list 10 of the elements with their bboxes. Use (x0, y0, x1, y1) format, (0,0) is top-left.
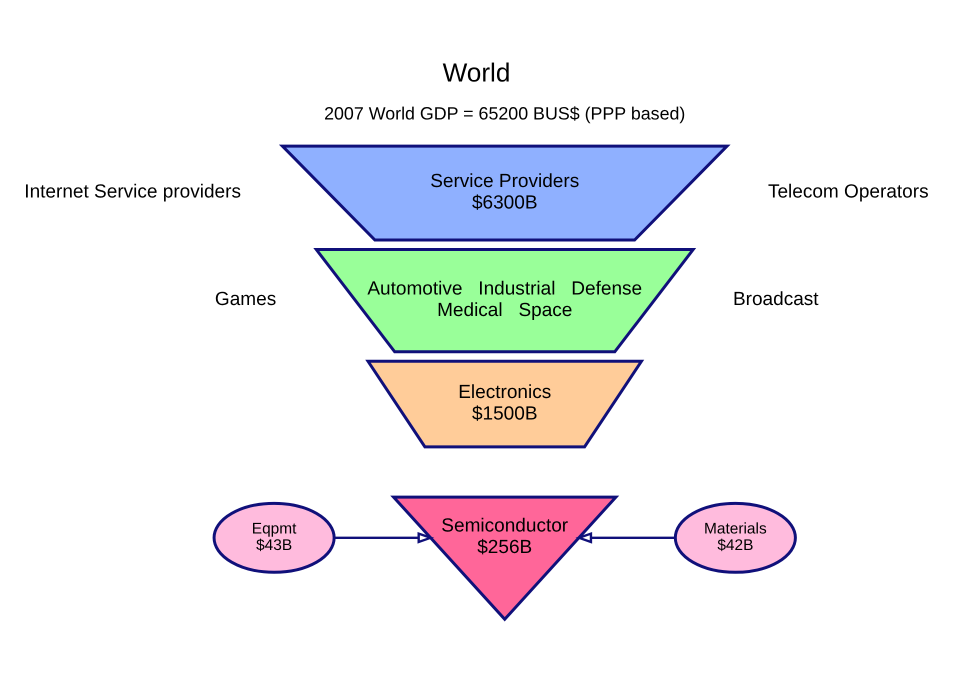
label: Telecom Operators (768, 181, 929, 202)
node-ellipse: Eqpmt $43B (212, 501, 336, 574)
arrow (334, 531, 434, 544)
label: 2007 World GDP = 65200 BUS$ (PPP based) (324, 102, 686, 123)
diagram-title: World (442, 56, 510, 87)
label: Games (214, 288, 276, 310)
node-ellipse: Materials $42B (674, 501, 797, 574)
label: Internet Service providers (24, 181, 241, 202)
label: Broadcast (732, 288, 819, 310)
arrow (575, 531, 676, 544)
